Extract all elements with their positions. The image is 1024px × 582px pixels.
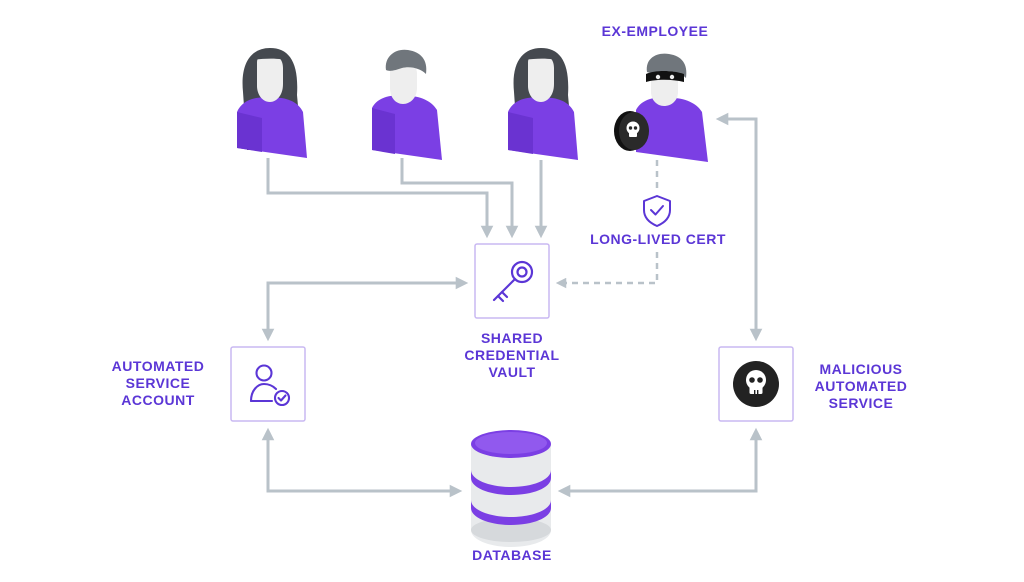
connector-vault-service-account [261, 276, 469, 342]
database-label: DATABASE [472, 547, 552, 563]
vault-node [474, 243, 550, 319]
malicious-service-node [718, 346, 794, 422]
connector-user1-vault [266, 158, 494, 239]
skull-icon [733, 361, 779, 407]
vault-label: SHARED CREDENTIAL VAULT [464, 330, 560, 380]
connector-ex-employee-malicious [715, 112, 763, 342]
service-account-label: AUTOMATED SERVICE ACCOUNT [111, 358, 205, 408]
connectors [261, 112, 763, 498]
key-icon [492, 260, 534, 303]
database-icon [471, 430, 551, 547]
connector-service-account-database [261, 427, 463, 498]
ex-employee-figure [636, 53, 708, 162]
service-account-node [230, 346, 306, 422]
user-1 [237, 48, 307, 158]
shield-check-icon [599, 192, 713, 230]
user-check-icon [249, 364, 291, 407]
malicious-service-label: MALICIOUS AUTOMATED SERVICE [814, 361, 908, 411]
connector-cert-vault [555, 252, 659, 289]
ex-employee-label: EX-EMPLOYEE [601, 23, 709, 39]
long-lived-cert-label: LONG-LIVED CERT [583, 231, 733, 248]
connector-malicious-database [557, 427, 763, 498]
user-2 [372, 49, 442, 160]
user-3 [508, 48, 578, 160]
ex-employee-skull-badge-icon [614, 111, 649, 151]
connector-user2-vault [400, 158, 519, 239]
